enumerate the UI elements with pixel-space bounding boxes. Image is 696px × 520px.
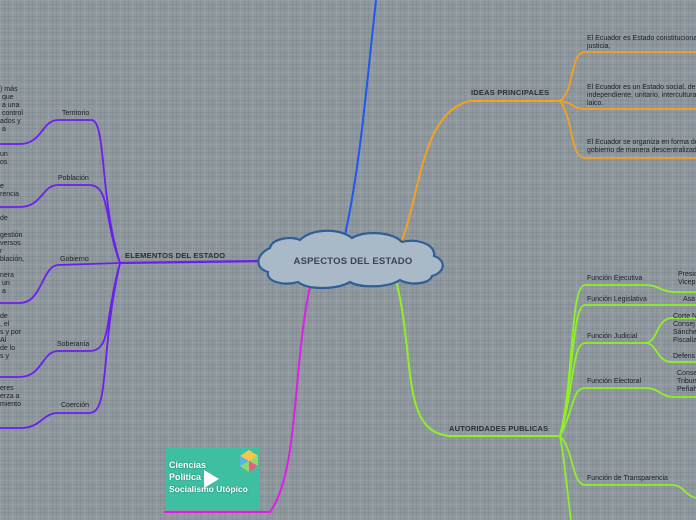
branch-elementos-title[interactable]: ELEMENTOS DEL ESTADO: [125, 251, 226, 260]
link-poblacion: [0, 184, 121, 264]
link-top-branch: [342, 0, 377, 245]
link-idea-1: [559, 51, 696, 102]
idea-item-2[interactable]: El Ecuador es un Estado social, de indep…: [587, 84, 696, 107]
link-coercion: [0, 262, 121, 429]
link-elementos: [119, 259, 263, 265]
link-gobierno: [0, 262, 121, 304]
thumb-subtitle: Socialismo Utópico: [169, 484, 248, 494]
elementos-item-coercion[interactable]: Coerción: [61, 402, 90, 409]
elementos-desc-extra-2: de: [0, 215, 8, 222]
link-idea-3: [559, 100, 696, 159]
center-node-cloud: [257, 229, 444, 290]
autoridad-transparencia[interactable]: Función de Transparencia: [587, 475, 668, 482]
mindomo-logo-icon: [240, 450, 258, 472]
thumb-title-line1: Ciencias: [169, 460, 207, 470]
elementos-desc-territorio: ) más que a una control ados y a: [0, 86, 23, 133]
thumb-title-line2: Politica: [169, 472, 202, 482]
link-transparencia: [559, 435, 696, 499]
autoridad-judicial[interactable]: Función Judicial: [587, 333, 638, 340]
link-electoral: [559, 387, 696, 437]
judicial-sub-2[interactable]: Defens: [673, 353, 696, 360]
link-media-branch: [164, 277, 313, 513]
elementos-item-soberania[interactable]: Soberanía: [57, 341, 90, 348]
link-territorio: [0, 119, 121, 264]
link-autoridades: [395, 279, 560, 437]
link-ideas: [399, 100, 560, 246]
branch-ideas-title[interactable]: IDEAS PRINCIPALES: [471, 88, 550, 97]
link-soberania: [0, 262, 121, 378]
elementos-desc-extra-1: un os: [0, 151, 8, 166]
video-thumbnail[interactable]: Ciencias Politica Socialismo Utópico: [166, 448, 260, 510]
branch-autoridades-title[interactable]: AUTORIDADES PUBLICAS: [449, 424, 549, 433]
link-idea-2: [559, 100, 696, 110]
ejecutiva-sub-1[interactable]: Presic Vicep: [678, 271, 696, 286]
elementos-desc-coercion: eres erza a miento: [0, 385, 22, 408]
idea-item-3[interactable]: El Ecuador se organiza en forma de gobie…: [587, 139, 696, 154]
link-legislativa: [559, 304, 696, 437]
legislativa-sub-1[interactable]: Asa: [683, 296, 696, 303]
elementos-desc-soberania: de , el s y por Al de lo s y: [0, 313, 22, 360]
autoridad-ejecutiva[interactable]: Función Ejecutiva: [587, 275, 643, 282]
elementos-item-poblacion[interactable]: Población: [58, 175, 89, 182]
link-judicial-2: [644, 342, 696, 363]
idea-item-1[interactable]: El Ecuador es Estado constitucional just…: [587, 35, 696, 50]
play-icon[interactable]: [204, 470, 219, 488]
elementos-item-gobierno[interactable]: Gobierno: [60, 256, 89, 263]
elementos-desc-gobierno: gestión versos r blación, nera un a: [0, 232, 25, 295]
center-node-title[interactable]: ASPECTOS DEL ESTADO: [293, 256, 413, 267]
elementos-desc-poblacion: e rencia: [0, 183, 20, 198]
elementos-item-territorio[interactable]: Territorio: [62, 110, 90, 117]
link-lower: [559, 435, 572, 520]
electoral-sub-1[interactable]: Conse Tribun Peñah: [677, 370, 696, 393]
judicial-sub-1[interactable]: Corte N Consej Sánche Fiscalía: [673, 313, 696, 344]
autoridad-legislativa[interactable]: Función Legislativa: [587, 296, 647, 303]
link-judicial: [559, 317, 696, 437]
autoridad-electoral[interactable]: Función Electoral: [587, 378, 642, 385]
